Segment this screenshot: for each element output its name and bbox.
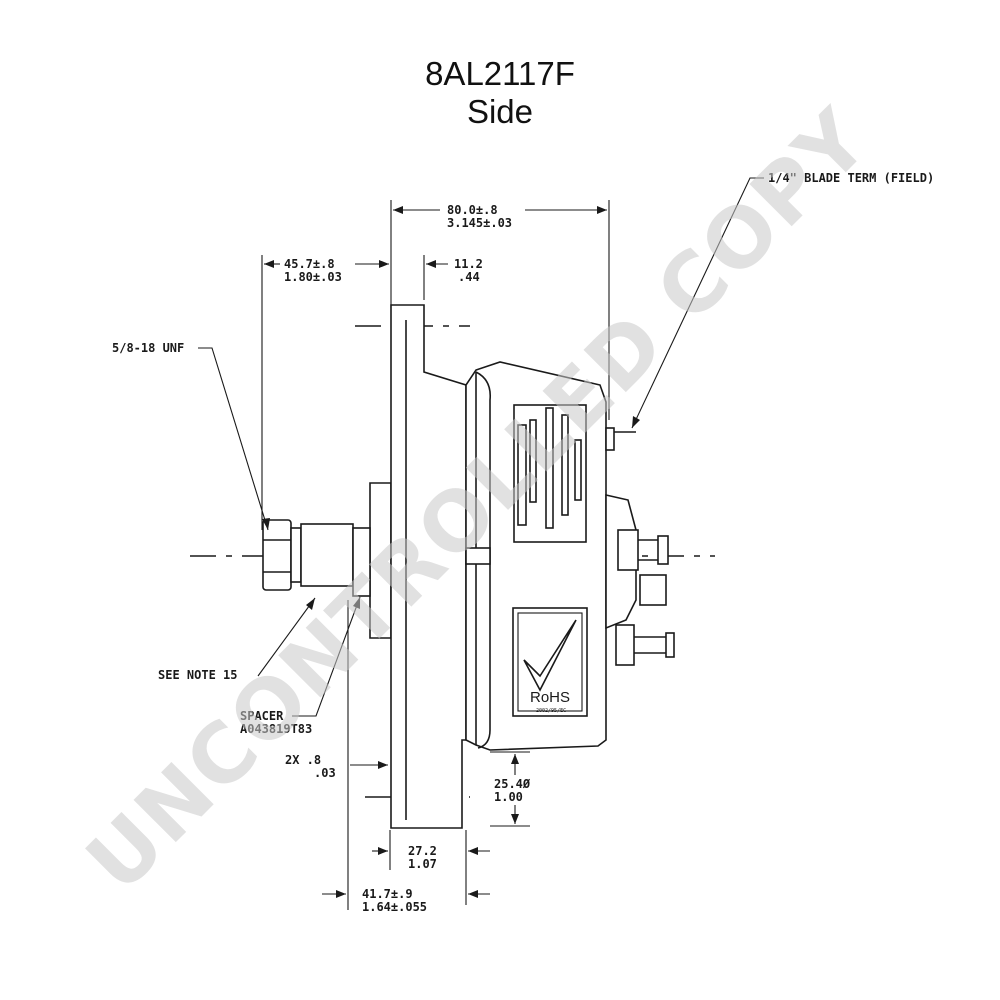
dim-spacer-metric: 41.7±.9 — [362, 887, 413, 901]
note-callout: SEE NOTE 15 — [158, 668, 237, 682]
dim-overall-imperial: 3.145±.03 — [447, 216, 512, 230]
shaft-assembly — [262, 519, 371, 597]
dim-offset-metric: 2X .8 — [285, 753, 321, 767]
alternator-body: RoHS 2002/95/EC — [369, 304, 607, 829]
callout-labels: 5/8-18 UNF 1/4" BLADE TERM (FIELD) SEE N… — [112, 171, 934, 736]
dim-housing-metric: 27.2 — [408, 844, 437, 858]
spacer-part-callout: A043819T83 — [240, 722, 312, 736]
blade-terminal-callout: 1/4" BLADE TERM (FIELD) — [768, 171, 934, 185]
dim-spacer-imperial: 1.64±.055 — [362, 900, 427, 914]
field-blade-terminal — [605, 427, 615, 451]
dim-nut-imperial: 1.80±.03 — [284, 270, 342, 284]
dim-overall-metric: 80.0±.8 — [447, 203, 498, 217]
hex-nut — [262, 519, 292, 591]
dim-offset-imperial: .03 — [314, 766, 336, 780]
dim-nut-metric: 45.7±.8 — [284, 257, 335, 271]
spacer — [352, 527, 371, 597]
dim-foot-imperial: 1.00 — [494, 790, 523, 804]
rear-terminals — [605, 427, 675, 666]
ground-stud — [615, 624, 635, 666]
terminal-boss — [639, 574, 667, 606]
spacer-callout: SPACER — [240, 709, 284, 723]
drawing-title: 8AL2117F Side — [0, 55, 1000, 131]
rohs-text: RoHS — [530, 689, 570, 706]
shaft-collar — [465, 547, 491, 565]
washer — [290, 527, 302, 583]
regulator-nameplate — [517, 424, 527, 526]
dimension-labels: 80.0±.8 3.145±.03 45.7±.8 1.80±.03 11.2 … — [284, 203, 531, 914]
part-number: 8AL2117F — [425, 55, 575, 92]
leader-lines — [198, 177, 764, 717]
regulator-fins — [529, 407, 582, 529]
rohs-subtext: 2002/95/EC — [536, 708, 566, 714]
view-name: Side — [466, 93, 534, 130]
b-plus-stud — [617, 529, 639, 571]
thread-callout: 5/8-18 UNF — [112, 341, 184, 355]
dim-foot-metric: 25.4Ø — [494, 777, 531, 791]
rohs-check-icon — [523, 619, 577, 692]
extension-lines — [261, 200, 610, 910]
pulley-shaft — [300, 523, 354, 587]
dim-flange-metric: 11.2 — [454, 257, 483, 271]
dim-housing-imperial: 1.07 — [408, 857, 437, 871]
dim-flange-imperial: .44 — [458, 270, 480, 284]
